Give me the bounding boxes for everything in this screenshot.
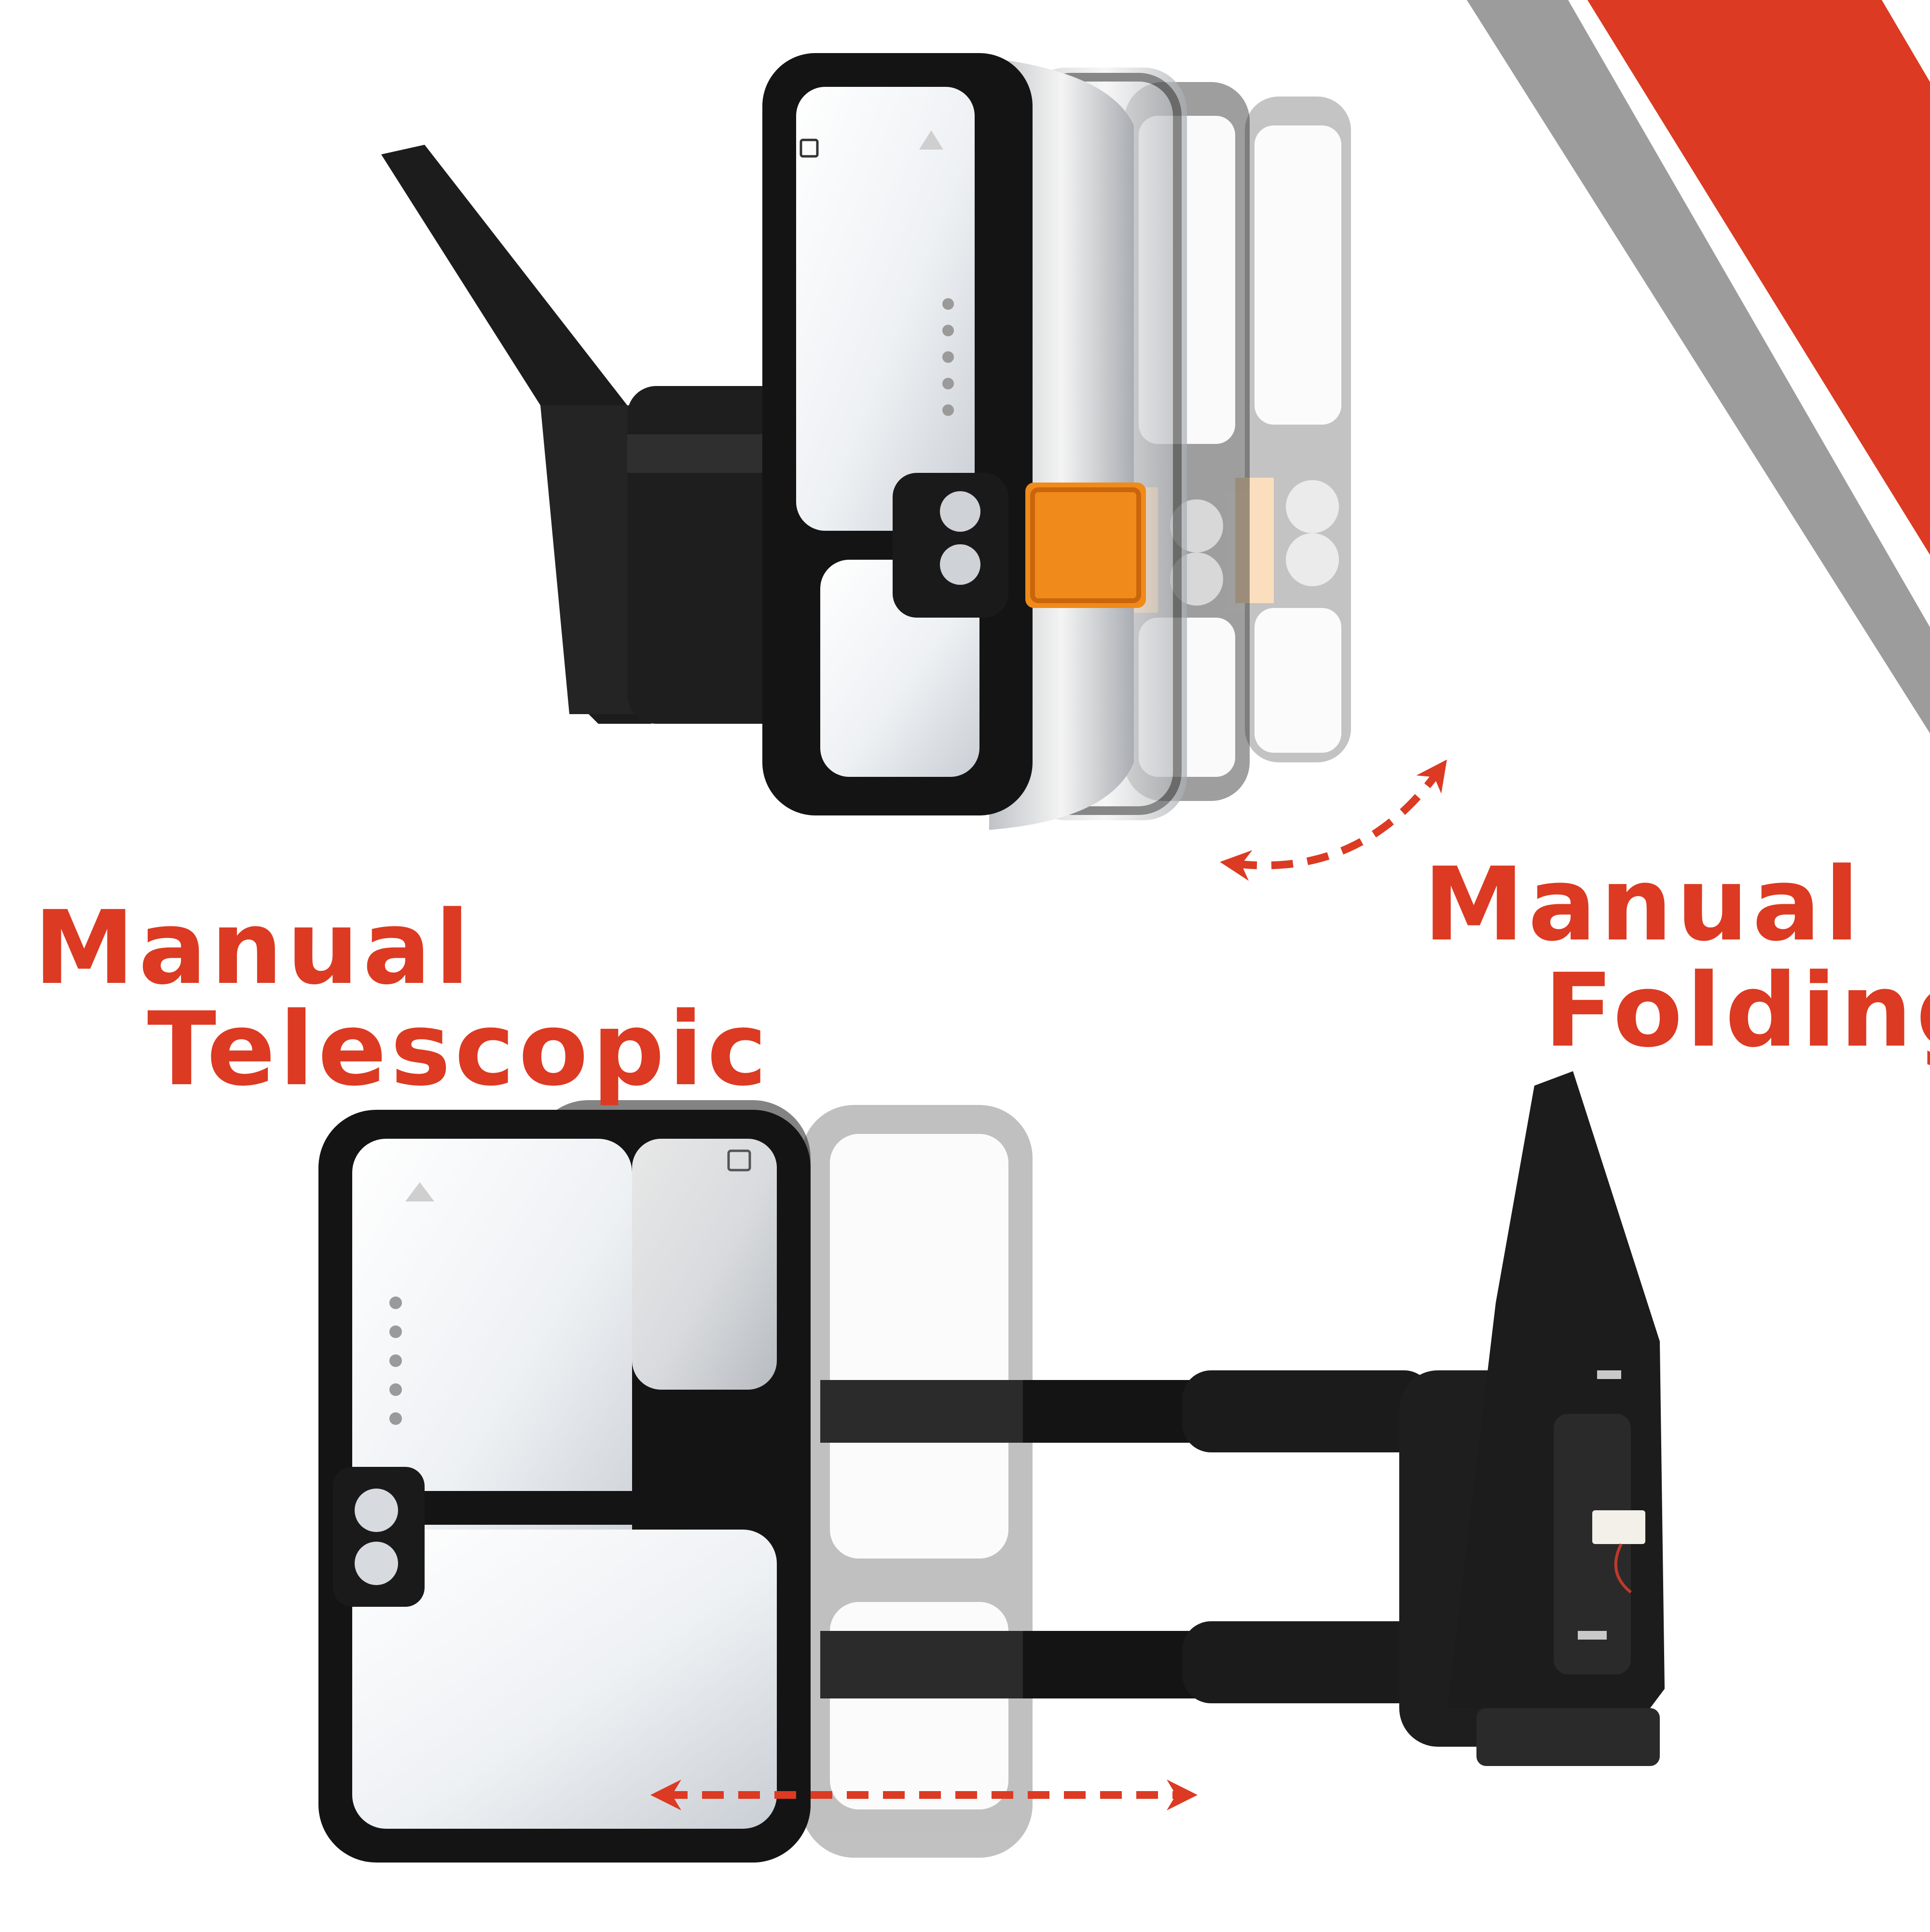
gray-stripe xyxy=(1467,0,1930,733)
signal-arrow-icon xyxy=(919,130,943,150)
folding-mirror-glass-upper xyxy=(796,87,975,531)
telescopic-signal-arrow-icon xyxy=(405,1182,434,1201)
led-dots xyxy=(942,298,954,416)
telescopic-led-dots xyxy=(389,1297,402,1425)
mount-bolt xyxy=(1597,1370,1621,1379)
folding-arrow xyxy=(1220,759,1447,881)
telescopic-mirror-group xyxy=(318,1071,1665,1863)
telescopic-defrost-icon xyxy=(727,1149,751,1172)
folding-label-line2: Folding xyxy=(1544,952,1930,1070)
folding-mirror-group xyxy=(381,53,1351,830)
amber-signal-light xyxy=(1025,483,1146,608)
red-stripe-main xyxy=(1587,0,1930,555)
telescopic-label-line1: Manual xyxy=(34,889,474,1007)
telescopic-mirror-glass-lower xyxy=(352,1530,777,1829)
telescopic-label-line2: Telescopic xyxy=(147,990,771,1108)
telescopic-puddle-light xyxy=(333,1467,425,1607)
telescopic-ghost-far xyxy=(801,1105,1033,1858)
folding-label-line1: Manual xyxy=(1423,845,1863,964)
wire-connector xyxy=(1592,1510,1645,1544)
corner-stripes xyxy=(1467,0,1930,733)
folding-ghost-far xyxy=(1235,97,1351,762)
defrost-icon xyxy=(800,138,819,158)
